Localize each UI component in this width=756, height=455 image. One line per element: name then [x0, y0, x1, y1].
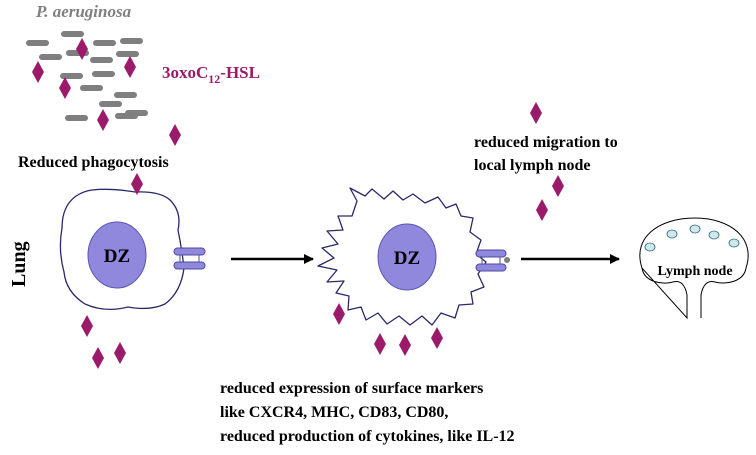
- bacterium-rod: [60, 73, 83, 79]
- migration-label-line-2: local lymph node: [474, 157, 590, 174]
- hsl-molecule-diamond: [169, 124, 181, 146]
- hsl-molecule-diamond: [530, 102, 542, 124]
- lymph-node: Lymph node: [639, 217, 749, 320]
- bacterium-rod: [93, 40, 116, 46]
- hsl-molecule-diamond: [399, 334, 411, 356]
- lymph-node-label: Lymph node: [657, 264, 732, 279]
- bacterium-rod: [90, 57, 113, 63]
- lymph-follicle: [728, 238, 740, 248]
- bacterium-rod: [26, 40, 49, 46]
- bacterium-rod: [116, 51, 139, 57]
- nucleus-right: [377, 223, 437, 291]
- nucleus-label-left: DZ: [104, 246, 130, 267]
- hsl-molecule-diamond: [131, 173, 143, 195]
- hsl-molecule-diamond: [59, 77, 71, 99]
- hsl-molecule-diamond: [32, 61, 44, 83]
- migration-label-line-1: reduced migration to: [474, 134, 618, 151]
- bacterium-rod: [80, 85, 103, 91]
- bacteria-cluster: [26, 31, 148, 121]
- bacterium-rod: [92, 71, 115, 77]
- hsl-molecule-diamond: [536, 199, 548, 221]
- molecule-label: 3oxoC12-HSL: [162, 63, 260, 86]
- bacterium-rod: [114, 92, 137, 98]
- bacterium-rod: [99, 101, 122, 107]
- nucleus-label-right: DZ: [394, 248, 420, 269]
- nucleus-left: [87, 221, 147, 289]
- lymph-follicle: [689, 224, 701, 234]
- dendritic-cell-immature: DZ: [59, 188, 206, 311]
- lymph-node-outline: [639, 217, 749, 320]
- receptor-left: [173, 247, 206, 270]
- hsl-molecule-diamond: [114, 342, 126, 364]
- hsl-molecule-diamond: [333, 303, 345, 325]
- hsl-molecule-diamond: [92, 347, 104, 369]
- hsl-molecule-diamond: [374, 333, 386, 355]
- lymph-follicle: [708, 230, 720, 240]
- bacterium-rod: [39, 54, 62, 60]
- bacterium-rod: [61, 31, 84, 37]
- species-label: P. aeruginosa: [35, 2, 132, 21]
- bacterium-rod: [120, 38, 143, 44]
- caption-line-2: like CXCR4, MHC, CD83, CD80,: [220, 404, 448, 421]
- receptor-right: [475, 249, 510, 272]
- bacterium-rod: [65, 115, 88, 121]
- bacterium-rod: [125, 110, 148, 116]
- lymph-follicle: [644, 242, 656, 252]
- hsl-molecule-diamond: [81, 315, 93, 337]
- hsl-molecule-diamond: [76, 38, 88, 60]
- reduced-phagocytosis-label: Reduced phagocytosis: [18, 154, 169, 171]
- dendritic-cell-mature: DZ: [317, 187, 510, 326]
- caption-line-3: reduced production of cytokines, like IL…: [220, 428, 515, 445]
- caption-line-1: reduced expression of surface markers: [220, 380, 483, 397]
- hsl-molecule-diamond: [431, 327, 443, 349]
- hsl-molecule-diamond: [552, 175, 564, 197]
- lung-label: Lung: [8, 241, 30, 287]
- hsl-molecule-diamond: [97, 109, 109, 131]
- hsl-molecule-diamond: [124, 56, 136, 78]
- hsl-molecules: [32, 38, 564, 369]
- lymph-follicle: [666, 229, 678, 239]
- bound-ligand: [504, 257, 510, 263]
